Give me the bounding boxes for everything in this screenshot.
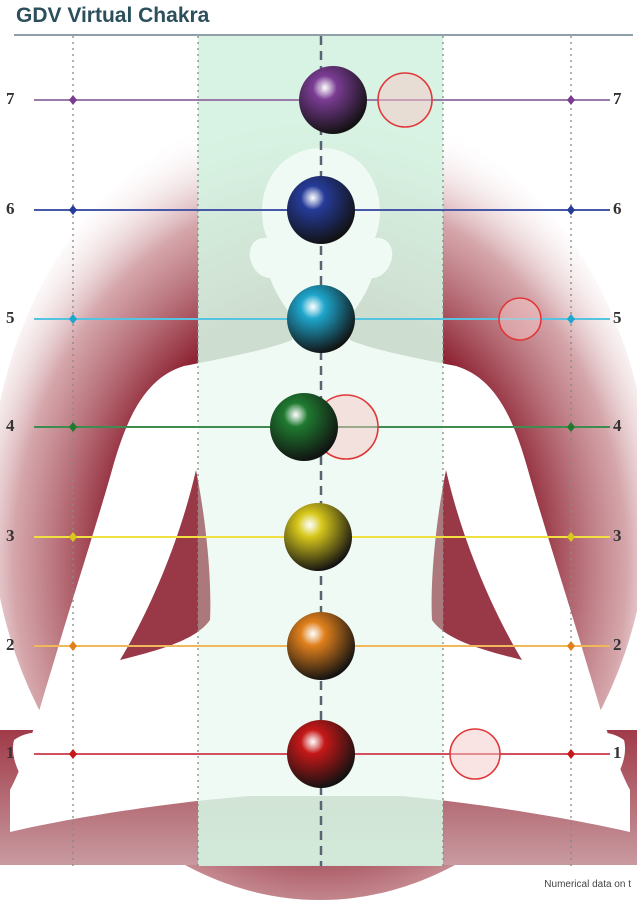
level-label-2-left: 2 (6, 635, 15, 655)
level-label-4-left: 4 (6, 416, 15, 436)
footnote: Numerical data on t (544, 879, 631, 890)
level-label-3-left: 3 (6, 526, 15, 546)
chakra-orb-6 (287, 176, 355, 244)
level-marker-6-left (69, 205, 77, 215)
level-marker-6-right (567, 205, 575, 215)
ring-level-7 (378, 73, 432, 127)
ring-level-1 (450, 729, 500, 779)
level-marker-7-right (567, 95, 575, 105)
level-label-5-right: 5 (613, 308, 622, 328)
level-label-3-right: 3 (613, 526, 622, 546)
chakra-orb-2 (287, 612, 355, 680)
level-label-1-right: 1 (613, 743, 622, 763)
level-label-6-right: 6 (613, 199, 622, 219)
chakra-orb-4 (270, 393, 338, 461)
level-label-7-left: 7 (6, 89, 15, 109)
ring-level-5 (499, 298, 541, 340)
level-label-7-right: 7 (613, 89, 622, 109)
chakra-orb-3 (284, 503, 352, 571)
level-label-5-left: 5 (6, 308, 15, 328)
level-marker-7-left (69, 95, 77, 105)
level-label-2-right: 2 (613, 635, 622, 655)
chakra-orb-5 (287, 285, 355, 353)
chakra-orb-7 (299, 66, 367, 134)
chakra-orb-1 (287, 720, 355, 788)
level-label-1-left: 1 (6, 743, 15, 763)
level-label-6-left: 6 (6, 199, 15, 219)
level-label-4-right: 4 (613, 416, 622, 436)
